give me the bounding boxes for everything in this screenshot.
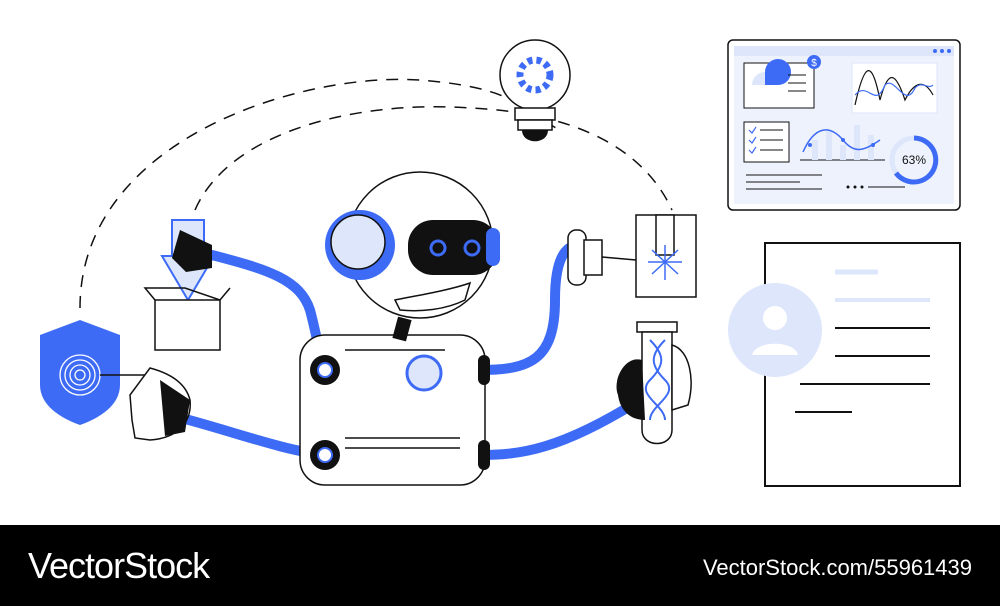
robot-head [325,171,500,342]
vectorstock-logo: VectorStock [28,545,210,586]
robot-automation-illustration: $ 63% [40,39,961,487]
lightbulb-gear-icon [499,39,571,142]
robot-hand-holding-shield [129,367,191,441]
laser-device-icon [567,214,697,298]
robot-hand-left [172,230,212,272]
percentage-gauge: 63% [889,135,939,185]
robot-body [299,334,490,486]
dollar-badge: $ [807,55,821,69]
svg-text:$: $ [811,58,817,69]
analytics-dashboard-window: $ 63% [727,39,961,211]
watermark-footer: VectorStock VectorStock.com/55961439 [0,525,1000,606]
svg-text:63%: 63% [902,153,926,167]
dna-test-tube-icon [616,321,692,445]
stock-id-text: VectorStock.com/55961439 [702,555,972,580]
profile-document-icon [728,242,961,487]
